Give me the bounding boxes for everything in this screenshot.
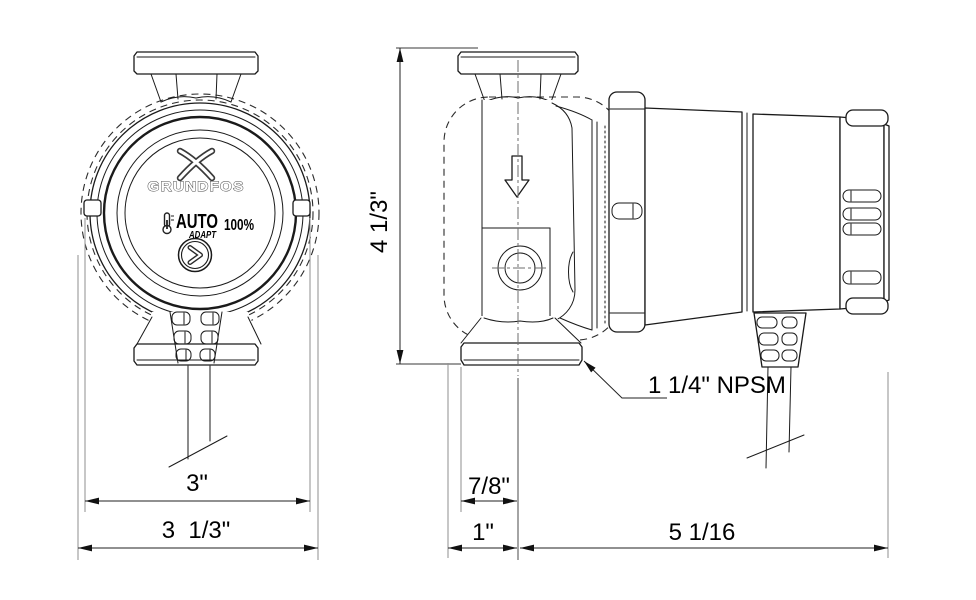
cap-vent-slots — [842, 189, 882, 285]
front-view: GRUNDFOS AUTO ADAPT 100% — [80, 51, 320, 468]
side-bottom-union-nut — [460, 316, 583, 366]
motor-end-cap — [752, 113, 841, 313]
thermometer-icon — [162, 212, 174, 235]
union-thread-label: 1 1/4" NPSM — [648, 372, 786, 399]
motor-cap-rim — [883, 123, 890, 303]
side-view — [443, 51, 890, 469]
dim-port-face-to-center: 7/8" — [468, 473, 510, 500]
side-tab — [83, 199, 102, 217]
mode-label: AUTO — [176, 211, 218, 233]
dim-union-face-to-center: 1" — [472, 519, 494, 546]
grundfos-x-icon — [176, 147, 216, 182]
front-bottom-union-nut — [133, 311, 262, 366]
dim-center-to-back: 5 1/16 — [669, 519, 736, 546]
mode-button — [177, 237, 213, 273]
front-top-union-nut — [133, 51, 259, 103]
motor-body — [644, 107, 743, 326]
chevron-right-icon — [187, 245, 203, 265]
side-tab — [292, 199, 311, 217]
motor-assembly — [608, 91, 890, 469]
brand-label: GRUNDFOS — [148, 178, 245, 194]
thread-leader-line — [583, 360, 667, 399]
dim-front-width-outer: 3 1/3" — [162, 517, 231, 544]
dim-front-width-inner: 3" — [186, 470, 208, 497]
dimension-annotations: 3" 3 1/3" 4 1/3" 7/8" 1" 5 1/16 1 1/4" N… — [77, 47, 889, 560]
motor-cap-ribs — [839, 116, 885, 310]
break-line — [746, 434, 805, 459]
capacity-value: 100% — [224, 217, 254, 234]
dim-overall-height: 4 1/3" — [366, 191, 393, 253]
front-face-labels: GRUNDFOS AUTO ADAPT 100% — [147, 147, 254, 273]
break-line — [168, 435, 228, 468]
pump-housing — [481, 99, 606, 331]
union-nut-ribs — [171, 311, 220, 362]
pipe-stub — [168, 365, 228, 468]
mode-sublabel: ADAPT — [188, 230, 216, 241]
power-cable — [746, 366, 805, 469]
cable-gland — [753, 312, 807, 368]
arrow-down-icon — [504, 155, 530, 198]
clamp-band — [608, 91, 646, 333]
